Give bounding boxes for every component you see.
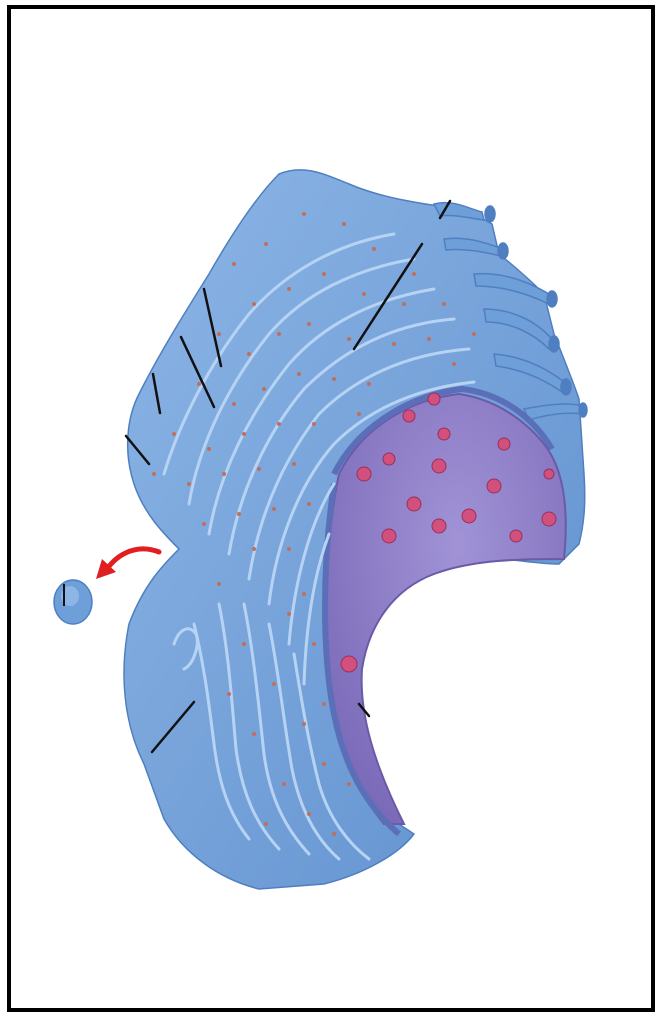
figure-frame <box>7 5 655 1012</box>
er-diagram <box>11 9 651 1008</box>
vesicle-icon <box>54 580 92 624</box>
curved-arrow-icon <box>96 549 159 579</box>
nucleus-cutaway <box>327 394 566 824</box>
